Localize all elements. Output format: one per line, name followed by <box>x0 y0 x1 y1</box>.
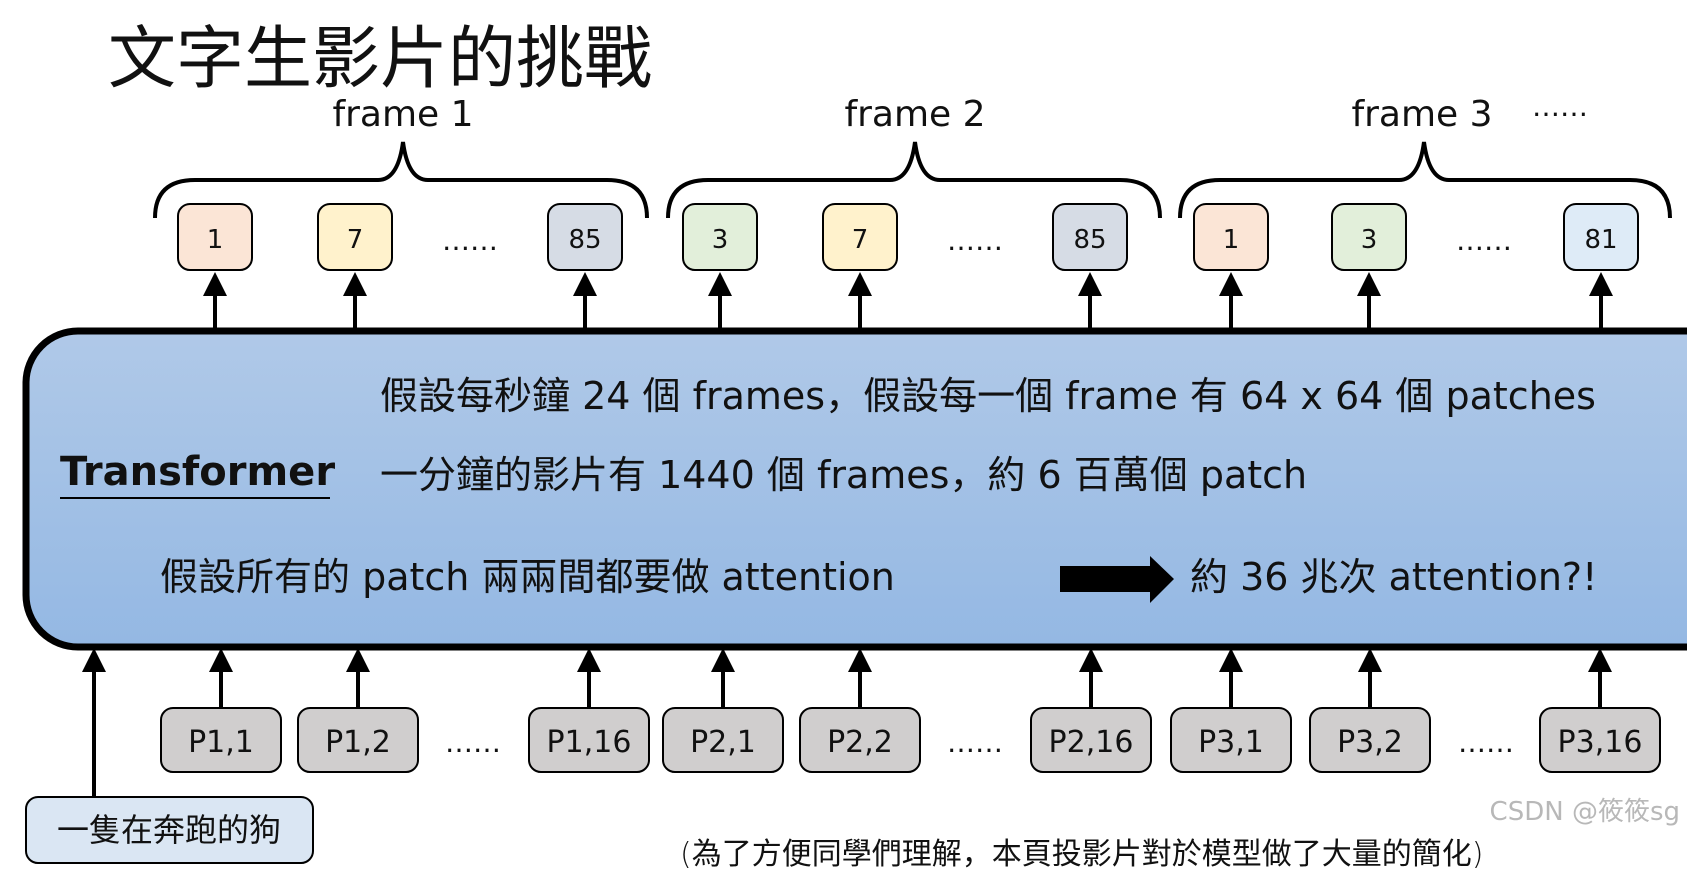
frame-brace <box>1178 141 1672 219</box>
token-box <box>682 203 758 271</box>
frame-group: frame 1 1 7 …… 85 <box>153 94 649 331</box>
patch-label: P1,2 <box>325 725 391 760</box>
patch-label: P2,16 <box>1049 725 1134 760</box>
token-box <box>1193 203 1269 271</box>
token-box <box>177 203 253 271</box>
frame-label: frame 2 <box>844 94 985 135</box>
token-box <box>1331 203 1407 271</box>
token-value: 81 <box>1584 225 1617 255</box>
token-box <box>1563 203 1639 271</box>
token-box <box>822 203 898 271</box>
token-value: 85 <box>1073 225 1106 255</box>
patch-label: P1,16 <box>547 725 632 760</box>
patch-ellipsis: …… <box>1458 726 1514 759</box>
right-arrow-icon <box>1060 556 1174 603</box>
watermark: CSDN @筱筱sg <box>1490 797 1680 827</box>
frame-label: frame 3 <box>1351 94 1492 135</box>
patch-ellipsis: …… <box>947 726 1003 759</box>
transformer-line-2: 一分鐘的影片有 1440 個 frames，約 6 百萬個 patch <box>380 453 1307 497</box>
token-value: 3 <box>1361 225 1378 255</box>
patch-ellipsis: …… <box>445 726 501 759</box>
patch-label: P3,1 <box>1198 725 1264 760</box>
patch-label: P2,2 <box>827 725 893 760</box>
token-ellipsis: …… <box>1456 224 1512 257</box>
patches-layer: P1,1 P1,2 …… P1,16 P2,1 P2,2 …… P2,16 P3,1 P3,2 ……… <box>160 648 1661 773</box>
token-value: 3 <box>712 225 729 255</box>
token-box <box>1052 203 1128 271</box>
patch-label: P3,16 <box>1558 725 1643 760</box>
transformer-label: Transformer <box>60 449 335 495</box>
prompt-text: 一隻在奔跑的狗 <box>57 811 281 849</box>
prompt-box <box>25 796 314 864</box>
page-title: 文字生影片的挑戰 <box>108 20 652 99</box>
transformer-line-1: 假設每秒鐘 24 個 frames，假設每一個 frame 有 64 x 64 … <box>380 374 1596 418</box>
token-ellipsis: …… <box>947 224 1003 257</box>
frame-group: frame 2 3 7 …… 85 <box>666 94 1162 331</box>
patch-label: P1,1 <box>188 725 254 760</box>
token-value: 1 <box>207 225 224 255</box>
token-value: 7 <box>852 225 869 255</box>
token-value: 1 <box>1223 225 1240 255</box>
frames-more-ellipsis: …… <box>1532 90 1588 123</box>
transformer-line-3-right: 約 36 兆次 attention?! <box>1190 555 1597 599</box>
frame-brace <box>153 141 649 219</box>
token-box <box>317 203 393 271</box>
token-value: 7 <box>347 225 364 255</box>
frame-label: frame 1 <box>332 94 473 135</box>
frame-brace <box>666 141 1162 219</box>
frames-layer: frame 1 1 7 …… 85 frame 2 3 7 …… 85 frame 3 1 3 …… 81 …… <box>153 90 1672 331</box>
transformer-line-3-left: 假設所有的 patch 兩兩間都要做 attention <box>160 555 895 599</box>
frame-group: frame 3 1 3 …… 81 <box>1178 94 1672 331</box>
patch-label: P3,2 <box>1337 725 1403 760</box>
transformer-block <box>22 327 1687 651</box>
token-value: 85 <box>568 225 601 255</box>
token-box <box>547 203 623 271</box>
patch-label: P2,1 <box>690 725 756 760</box>
token-ellipsis: …… <box>442 224 498 257</box>
footnote: (為了方便同學們理解，本頁投影片對於模型做了大量的簡化) <box>680 837 1483 872</box>
